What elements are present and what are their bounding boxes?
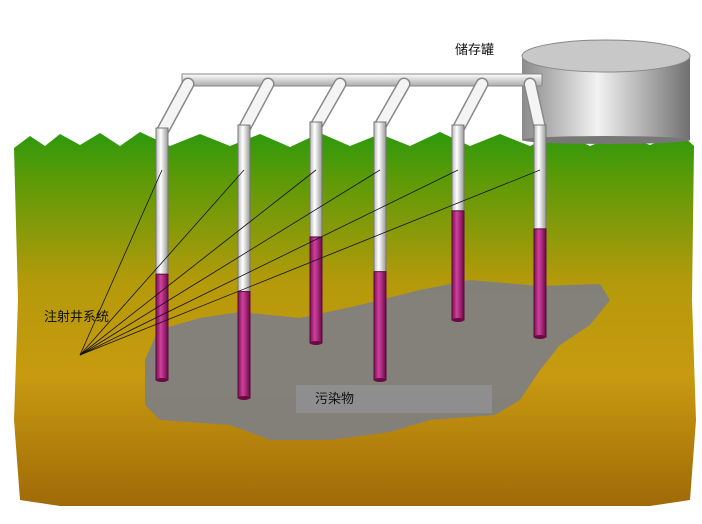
pointer-line [79,169,459,356]
well-bottom [534,335,546,339]
well-connector [375,79,409,131]
pointer-line [79,169,381,356]
well-fluid [533,228,547,338]
well-fluid [309,236,323,344]
storage-tank-label: 储存罐 [455,43,495,58]
storage-tank [521,39,691,144]
well-fluid [237,291,251,399]
pointer-line [79,169,317,356]
pointer-line [79,169,163,356]
well-bottom [452,318,464,322]
well-fluid [451,210,465,321]
well-bottom [310,341,322,345]
pointer-line [79,169,245,356]
injection-system-label: 注射井系统 [44,310,110,325]
pointer-line [79,169,541,356]
well-connector [311,79,345,131]
well-connector [239,79,273,134]
contaminant-label: 污染物 [315,392,355,407]
well-fluid [155,273,169,381]
well-bottom [374,378,386,382]
well-bottom [238,396,250,400]
well-fluid [373,271,387,381]
well-connector [453,79,487,134]
well-bottom [156,378,168,382]
contaminant-label-bg [296,385,492,413]
well-connector [525,79,545,134]
well-connector [157,79,193,137]
